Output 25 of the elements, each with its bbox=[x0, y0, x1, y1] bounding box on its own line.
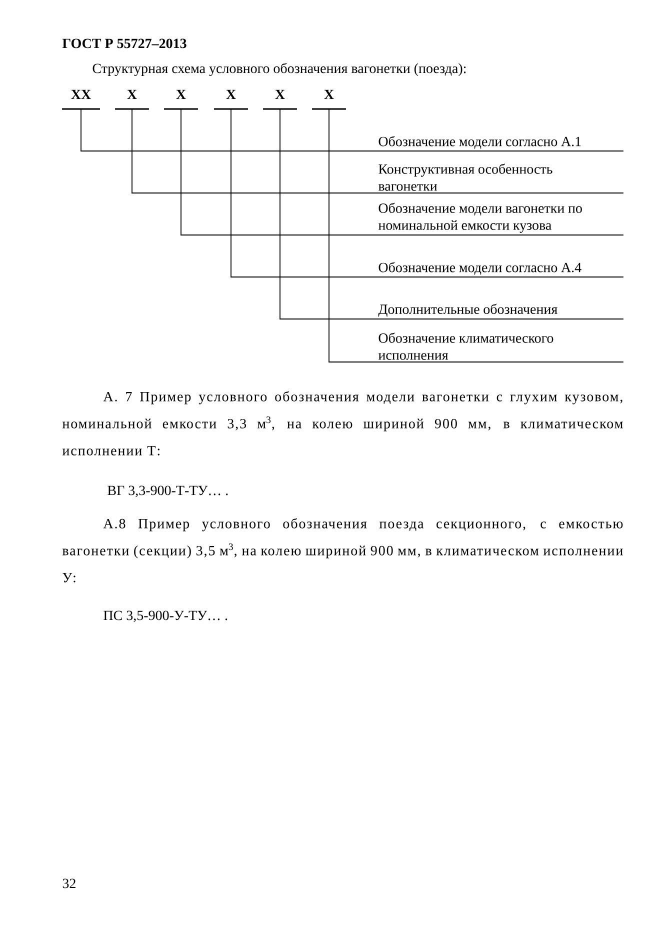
placeholder-field: X bbox=[214, 90, 248, 110]
description-text: Конструктивная особенность вагонетки bbox=[378, 164, 624, 194]
leader-line bbox=[230, 108, 378, 278]
description-text: Дополнительные обозначения bbox=[378, 304, 624, 320]
placeholder-field: X bbox=[164, 90, 198, 110]
page-number: 32 bbox=[62, 878, 76, 888]
description-text: Обозначение климатического исполнения bbox=[378, 332, 624, 362]
intro-text: Структурная схема условного обозначения вагонетки (поезда): bbox=[92, 63, 466, 76]
description-text: Обозначение модели согласно А.4 bbox=[378, 262, 624, 278]
paragraph: А.8 Пример условного обозначения поезда секционного, с емкостью вагонетки (секции) 3,5 м$^{3}$, на колею шириной 900 мм, в климатическом исполнении У: bbox=[62, 518, 623, 582]
leader-line bbox=[132, 108, 378, 194]
placeholder-field: XX bbox=[62, 90, 100, 110]
placeholder-field: X bbox=[312, 90, 346, 110]
placeholder-field: X bbox=[115, 90, 149, 110]
leader-line bbox=[328, 108, 378, 362]
example-code: ВГ 3,3-900-Т-ТУ… . bbox=[108, 486, 228, 498]
description-text: Обозначение модели вагонетки по номинальной емкости кузова bbox=[378, 202, 624, 236]
leader-line bbox=[80, 108, 378, 152]
leader-line bbox=[180, 108, 378, 236]
example-code: ПС 3,5-900-У-ТУ… . bbox=[104, 610, 228, 622]
heading: ГОСТ Р 55727–2013 bbox=[62, 38, 186, 48]
paragraph: А. 7 Пример условного обозначения модели вагонетки с глухим кузовом, номинальной емкости 3,3 м$^{3}$, на колею шириной 900 мм, в климатическом исполнении Т: bbox=[62, 391, 623, 456]
description-text: Обозначение модели согласно А.1 bbox=[378, 136, 624, 152]
leader-line bbox=[280, 108, 378, 320]
placeholder-field: X bbox=[263, 90, 297, 110]
